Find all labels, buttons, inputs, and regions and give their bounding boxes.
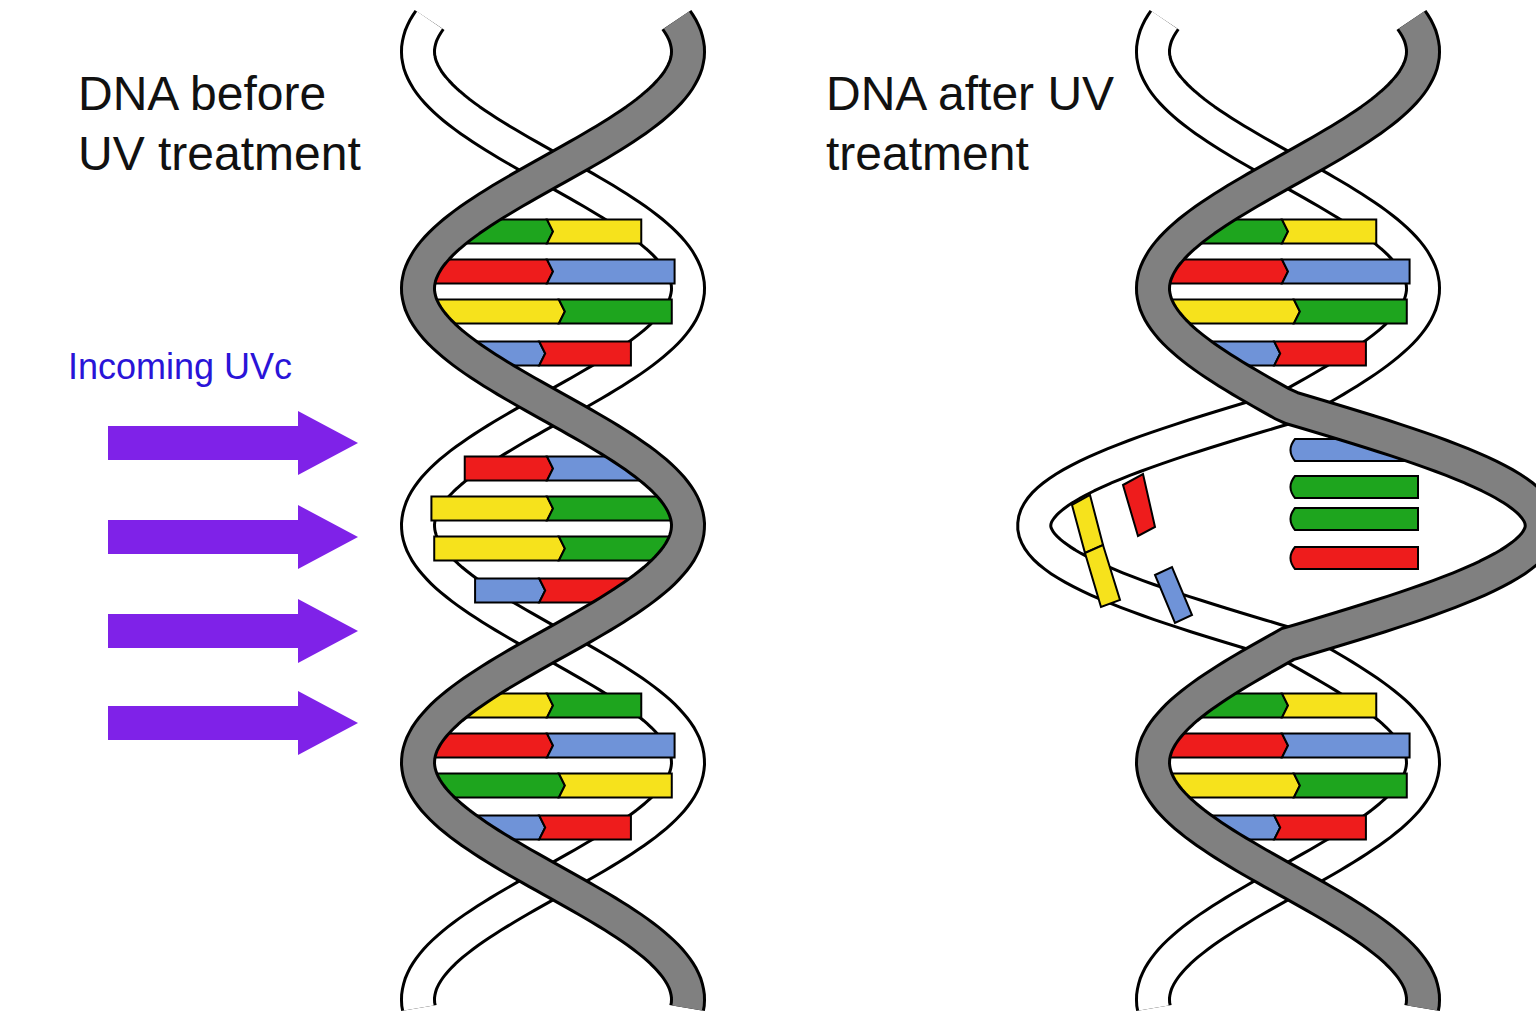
heading-label: DNA after UV treatment	[826, 64, 1146, 184]
damaged-base	[1291, 476, 1419, 498]
base-left	[465, 457, 553, 481]
base-right	[559, 300, 672, 324]
dna-backbone-outline	[418, 20, 688, 1008]
dna-backbone	[1153, 20, 1536, 1008]
heading-label: Incoming UVc	[68, 345, 388, 389]
base-right	[1274, 342, 1366, 366]
damaged-base	[1085, 545, 1120, 607]
damaged-base	[1123, 474, 1155, 536]
base-left	[1166, 734, 1288, 758]
base-left	[434, 300, 565, 324]
base-left	[434, 537, 565, 561]
base-right	[1294, 774, 1407, 798]
damaged-base	[1291, 508, 1419, 530]
uv-arrow	[108, 505, 358, 569]
base-right	[1282, 220, 1376, 244]
base-left	[475, 579, 545, 603]
base-left	[431, 260, 553, 284]
base-right	[547, 260, 675, 284]
uv-arrow	[108, 599, 358, 663]
base-right	[539, 342, 631, 366]
dna-strand-outline	[418, 20, 688, 1008]
uv-arrow	[108, 691, 358, 755]
heading-label: DNA before UV treatment	[78, 64, 398, 184]
base-right	[1282, 734, 1410, 758]
damaged-base	[1155, 567, 1192, 623]
uv-arrow	[108, 411, 358, 475]
base-right	[1274, 816, 1366, 840]
base-right	[539, 816, 631, 840]
base-left	[431, 734, 553, 758]
base-right	[547, 694, 641, 718]
base-left	[434, 774, 565, 798]
damaged-base	[1072, 495, 1103, 553]
base-right	[547, 220, 641, 244]
base-right	[1282, 694, 1376, 718]
base-right	[547, 497, 675, 521]
dna-strand	[418, 20, 688, 1008]
base-left	[1169, 300, 1300, 324]
base-left	[1169, 774, 1300, 798]
base-left	[1166, 260, 1288, 284]
base-right	[1282, 260, 1410, 284]
dna-backbone-outline	[1153, 20, 1536, 1008]
base-right	[559, 774, 672, 798]
base-right	[1294, 300, 1407, 324]
base-right	[547, 734, 675, 758]
damaged-base	[1291, 547, 1419, 569]
dna-backbone	[418, 20, 688, 1008]
base-left	[431, 497, 553, 521]
